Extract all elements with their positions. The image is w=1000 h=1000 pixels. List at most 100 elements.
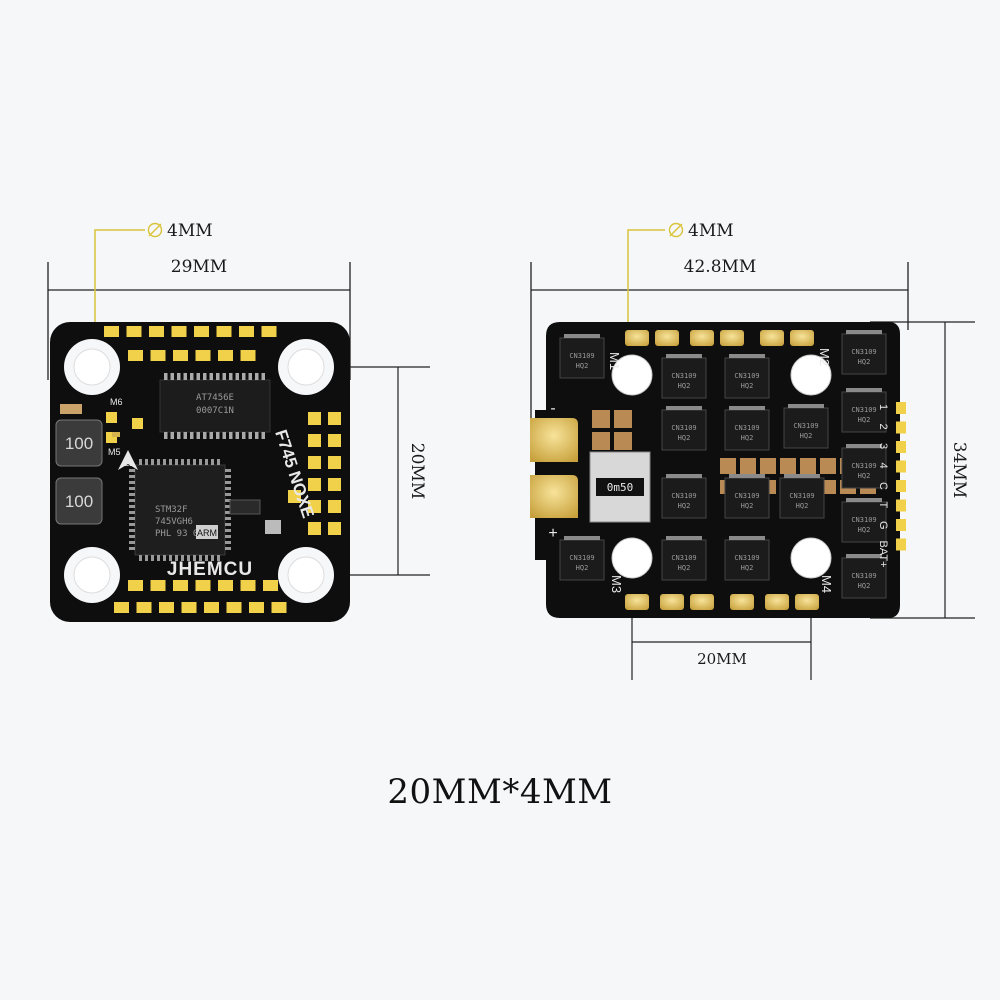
- chip-pin: [129, 547, 135, 550]
- mosfet-lead: [729, 474, 765, 478]
- inductor-bottom-label: 100: [65, 492, 93, 511]
- chip-pin: [129, 535, 135, 538]
- mosfet-label: CN3109: [569, 352, 594, 360]
- chip-pin: [129, 541, 135, 544]
- mosfet-lead: [784, 474, 820, 478]
- mosfet: [559, 539, 605, 581]
- solder-pad: [132, 418, 143, 429]
- mosfet: [841, 391, 887, 433]
- chip-pin: [157, 555, 160, 561]
- motor-pad: [730, 594, 754, 610]
- chip-pin: [196, 432, 200, 439]
- solder-pad: [106, 412, 117, 423]
- mosfet-lead: [729, 406, 765, 410]
- chip-pin: [129, 529, 135, 532]
- chip-pin: [151, 459, 154, 465]
- mosfet: [841, 501, 887, 543]
- chip-pin: [225, 517, 231, 520]
- solder-pad: [308, 434, 321, 447]
- mosfet-label: HQ2: [741, 502, 754, 510]
- motor-label-m4: M4: [819, 575, 834, 593]
- chip-pin: [181, 555, 184, 561]
- chip-pin: [183, 373, 187, 380]
- solder-pad: [173, 580, 188, 591]
- chip-pin: [222, 432, 226, 439]
- signal-pad: [896, 421, 906, 434]
- mosfet-label: HQ2: [678, 564, 691, 572]
- esc-mosfets: CN3109HQ2CN3109HQ2CN3109HQ2CN3109HQ2CN31…: [559, 330, 887, 599]
- capacitor: [592, 410, 610, 428]
- mosfet-lead: [846, 330, 882, 334]
- chip-pin: [129, 523, 135, 526]
- solder-pad: [308, 412, 321, 425]
- pad-label-m6: M6: [110, 397, 123, 407]
- chip-pin: [225, 505, 231, 508]
- mcu-line2: 745VGH6: [155, 517, 193, 527]
- chip-pin: [129, 517, 135, 520]
- solder-pad: [159, 602, 174, 613]
- chip-pin: [163, 555, 166, 561]
- esc-motor-pads-bottom: [625, 594, 819, 610]
- chip-pin: [139, 555, 142, 561]
- arrow-icon: [118, 450, 138, 470]
- solder-pad: [181, 602, 197, 613]
- chip-pin: [229, 373, 233, 380]
- capacitor: [820, 458, 836, 474]
- chip-pin: [222, 373, 226, 380]
- diameter-icon: [147, 222, 163, 238]
- chip-pin: [216, 432, 220, 439]
- chip-pin: [248, 373, 252, 380]
- solder-pad: [240, 580, 256, 591]
- solder-pad: [106, 432, 117, 443]
- mosfet-lead: [729, 536, 765, 540]
- esc-width-label: 42.8MM: [684, 257, 757, 277]
- chip-pin: [139, 459, 142, 465]
- mosfet-lead: [666, 474, 702, 478]
- power-label-negative: -: [550, 400, 555, 417]
- mosfet-label: HQ2: [678, 434, 691, 442]
- signal-pad: [896, 499, 906, 512]
- mosfet-label: CN3109: [569, 554, 594, 562]
- motor-pad: [790, 330, 814, 346]
- mosfet-label: CN3109: [851, 516, 876, 524]
- solder-pad: [194, 326, 209, 337]
- mosfet-lead: [666, 406, 702, 410]
- shunt-label: 0m50: [607, 481, 634, 494]
- solder-pad: [150, 350, 166, 361]
- solder-pad: [114, 602, 129, 613]
- chip-pin: [169, 459, 172, 465]
- chip-pin: [225, 547, 231, 550]
- solder-pad: [104, 326, 119, 337]
- solder-pad: [328, 434, 341, 447]
- mosfet-label: HQ2: [858, 526, 871, 534]
- chip-pin: [209, 373, 213, 380]
- motor-pad: [720, 330, 744, 346]
- fc-hole-label: 4MM: [167, 221, 213, 241]
- solder-pad: [328, 500, 341, 513]
- solder-pad: [328, 478, 341, 491]
- mosfet: [841, 333, 887, 375]
- mosfet-label: CN3109: [734, 372, 759, 380]
- solder-pad: [218, 580, 233, 591]
- solder-pad: [128, 350, 143, 361]
- chip-pin: [181, 459, 184, 465]
- chip-pin: [190, 432, 194, 439]
- chip-pin: [157, 459, 160, 465]
- solder-pad: [239, 326, 254, 337]
- esc-hole-bl: [611, 537, 653, 579]
- mosfet-label: CN3109: [789, 492, 814, 500]
- fc-hole-leader: [94, 229, 145, 360]
- inductor-top: [55, 419, 103, 467]
- mosfet-label: HQ2: [741, 564, 754, 572]
- mosfet-label: CN3109: [671, 424, 696, 432]
- esc-hole-br: [790, 537, 832, 579]
- chip-pin: [225, 499, 231, 502]
- solder-pad: [218, 350, 233, 361]
- mosfet-lead: [846, 554, 882, 558]
- motor-pad: [660, 594, 684, 610]
- fc-width-label: 29MM: [171, 257, 227, 277]
- mosfet: [661, 539, 707, 581]
- mosfet: [724, 539, 770, 581]
- chip-pin: [225, 493, 231, 496]
- esc-hole-tr: [790, 354, 832, 396]
